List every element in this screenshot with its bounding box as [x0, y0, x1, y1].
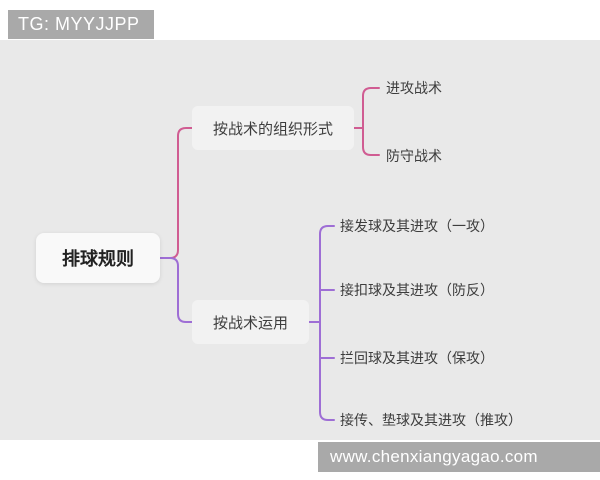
leaf-label: 接扣球及其进攻（防反） [340, 282, 494, 298]
leaf-label: 防守战术 [386, 148, 442, 164]
leaf-node-offensive-tactics: 进攻战术 [386, 78, 442, 98]
leaf-label: 接发球及其进攻（一攻） [340, 218, 494, 234]
watermark-text: TG: MYYJJPP [18, 14, 140, 34]
connector-branch1-bracket [362, 87, 380, 156]
branch-node-tactic-application: 按战术运用 [192, 300, 309, 344]
branch-node-label: 按战术运用 [212, 314, 288, 332]
leaf-node-spike-receive-attack: 接扣球及其进攻（防反） [340, 280, 494, 300]
leaf-node-block-return-attack: 拦回球及其进攻（保攻） [340, 348, 494, 368]
leaf-label: 进攻战术 [386, 80, 442, 96]
root-node-label: 排球规则 [62, 249, 134, 269]
branch-node-label: 按战术的组织形式 [212, 120, 333, 138]
connector-root-to-branch2 [159, 257, 193, 323]
watermark-bottom-right: www.chenxiangyagao.com [318, 442, 600, 472]
leaf-label: 接传、垫球及其进攻（推攻） [340, 412, 522, 428]
leaf-label: 拦回球及其进攻（保攻） [340, 350, 494, 366]
connector-branch2-bracket [319, 225, 335, 421]
connector-root-to-branch1 [159, 127, 193, 259]
leaf-node-serve-receive-attack: 接发球及其进攻（一攻） [340, 216, 494, 236]
leaf-node-pass-dig-attack: 接传、垫球及其进攻（推攻） [340, 410, 522, 430]
branch-node-tactic-organization: 按战术的组织形式 [192, 106, 354, 150]
watermark-text: www.chenxiangyagao.com [330, 447, 538, 466]
root-node-volleyball-rules: 排球规则 [36, 233, 160, 283]
leaf-node-defensive-tactics: 防守战术 [386, 146, 442, 166]
watermark-top-left: TG: MYYJJPP [8, 10, 154, 39]
